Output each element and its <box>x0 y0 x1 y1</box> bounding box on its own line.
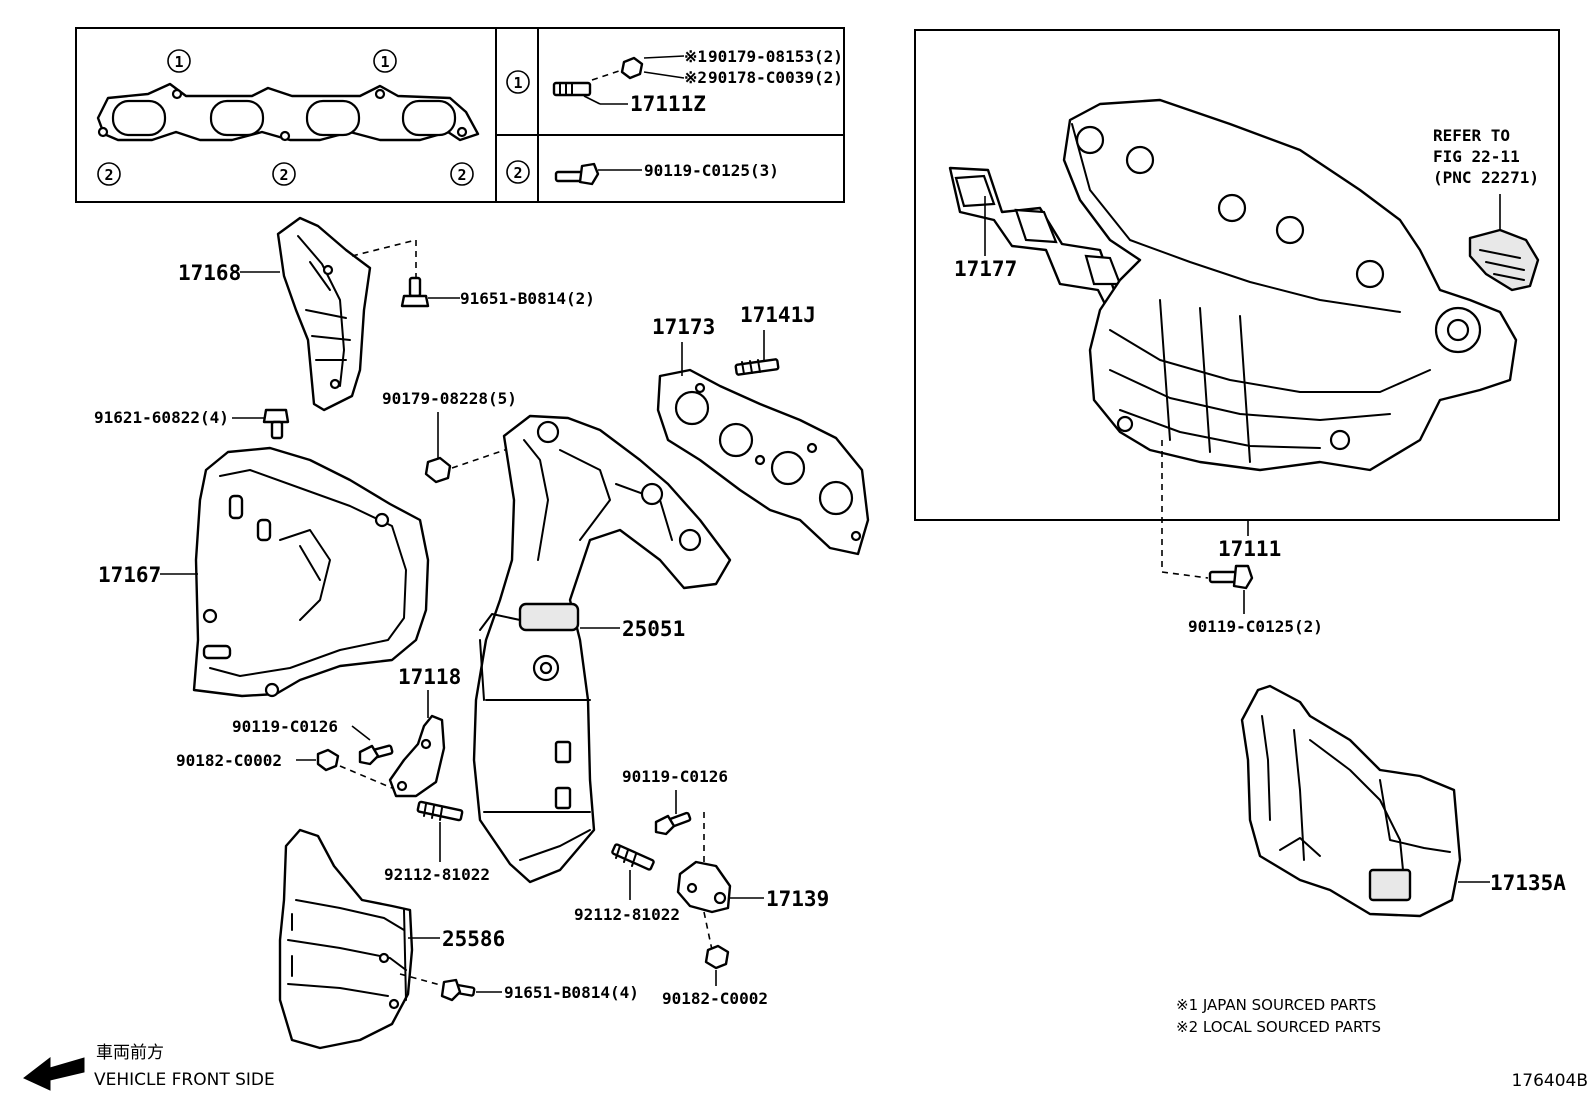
label-17139: 17139 <box>766 887 829 911</box>
intake-manifold-drawing <box>1062 98 1518 472</box>
svg-text:1: 1 <box>380 53 389 71</box>
label-92112-81022-left: 92112-81022 <box>384 865 490 884</box>
legend-row-2: 2 90119-C0125(3) <box>506 160 779 186</box>
stud-17141j-icon <box>734 358 780 376</box>
gasket-17173-drawing <box>656 368 870 556</box>
gasket-marker-2-left: 2 <box>97 162 121 186</box>
stud-92112-81022-right-icon <box>611 843 655 871</box>
heat-insulator-17168-drawing <box>276 216 372 412</box>
direction-english: VEHICLE FRONT SIDE <box>94 1070 275 1090</box>
exhaust-manifold-25051-drawing <box>472 414 732 884</box>
note-japan-sourced: ※1 JAPAN SOURCED PARTS <box>1176 996 1376 1014</box>
stud-icon <box>552 81 592 97</box>
bolt-90119-c0126-right-icon <box>654 811 692 836</box>
bolt-91651-b0814-top-icon <box>400 276 430 308</box>
nut-90179-08228-icon <box>424 456 452 484</box>
refer-text-line2: FIG 22-11 <box>1433 147 1520 166</box>
label-25051: 25051 <box>622 617 685 641</box>
nut-icon <box>620 56 644 80</box>
legend-row-1: 1 ※1 90179-08153(2) ※2 90178-C0039(2) 17… <box>506 47 843 116</box>
label-90179-08228-5: 90179-08228(5) <box>382 389 517 408</box>
label-17141j: 17141J <box>740 303 816 327</box>
label-17173: 17173 <box>652 315 715 339</box>
bracket-17118-drawing <box>388 714 446 798</box>
label-17111: 17111 <box>1218 537 1281 561</box>
label-90119-c0126-left: 90119-C0126 <box>232 717 338 736</box>
svg-text:1: 1 <box>513 74 522 92</box>
intake-manifold-callouts: 17111 90119-C0125(2) <box>1161 440 1323 636</box>
stud-92112-81022-left-icon <box>416 800 464 822</box>
label-92112-81022-right: 92112-81022 <box>574 905 680 924</box>
figure-id: 176404B <box>1511 1071 1588 1091</box>
svg-text:2: 2 <box>279 166 288 184</box>
bolt-icon <box>554 162 600 186</box>
heat-insulator-17135a-drawing <box>1240 684 1462 918</box>
gasket-marker-2-right: 2 <box>450 162 474 186</box>
direction-japanese: 車両前方 <box>96 1043 164 1063</box>
bolt-91651-b0814-bottom-icon <box>440 978 476 1002</box>
label-90119-c0125-2: 90119-C0125(2) <box>1188 617 1323 636</box>
gasket-outline-drawing <box>96 82 480 142</box>
label-17118: 17118 <box>398 665 461 689</box>
label-90182-c0002-right: 90182-C0002 <box>662 989 768 1008</box>
label-17177: 17177 <box>954 257 1017 281</box>
svg-text:90179-08153(2): 90179-08153(2) <box>708 47 843 66</box>
label-25586: 25586 <box>442 927 505 951</box>
label-90182-c0002-left: 90182-C0002 <box>176 751 282 770</box>
intake-manifold-box: 17177 REFER TO FIG 22-11 (PNC 22271) <box>914 29 1560 521</box>
label-91651-b0814-4: 91651-B0814(4) <box>504 983 639 1002</box>
note-local-sourced: ※2 LOCAL SOURCED PARTS <box>1176 1018 1381 1036</box>
bolt-90119-c0126-left-icon <box>358 744 394 766</box>
svg-text:※1: ※1 <box>684 47 707 66</box>
gasket-marker-2-middle: 2 <box>272 162 296 186</box>
bolt-90119-c0125-icon <box>1208 564 1254 590</box>
gasket-marker-1-left: 1 <box>167 49 191 73</box>
vehicle-front-arrow-icon <box>23 1056 85 1091</box>
bracket-17139-drawing <box>676 860 732 914</box>
heat-insulator-25586-drawing <box>278 828 414 1050</box>
svg-text:1: 1 <box>174 53 183 71</box>
refer-cover-drawing <box>1468 228 1540 292</box>
svg-text:2: 2 <box>457 166 466 184</box>
label-90119-c0126-right: 90119-C0126 <box>622 767 728 786</box>
svg-text:2: 2 <box>104 166 113 184</box>
label-91621-60822-4: 91621-60822(4) <box>94 408 229 427</box>
label-17135a: 17135A <box>1490 871 1566 895</box>
refer-text-line1: REFER TO <box>1433 126 1510 145</box>
nut-90182-c0002-right-icon <box>704 944 730 970</box>
label-91651-b0814-2: 91651-B0814(2) <box>460 289 595 308</box>
svg-text:17111Z: 17111Z <box>630 92 706 116</box>
nut-90182-c0002-left-icon <box>316 748 340 772</box>
gasket-marker-1-right: 1 <box>373 49 397 73</box>
bolt-91621-60822-icon <box>262 408 290 440</box>
refer-text-line3: (PNC 22271) <box>1433 168 1539 187</box>
label-17168: 17168 <box>178 261 241 285</box>
label-17167: 17167 <box>98 563 161 587</box>
svg-text:2: 2 <box>513 164 522 182</box>
svg-text:90178-C0039(2): 90178-C0039(2) <box>708 68 843 87</box>
heat-insulator-17167-drawing <box>192 446 430 698</box>
svg-text:※2: ※2 <box>684 68 707 87</box>
gasket-legend-box: 1 1 2 2 2 1 <box>75 27 845 203</box>
svg-text:90119-C0125(3): 90119-C0125(3) <box>644 161 779 180</box>
